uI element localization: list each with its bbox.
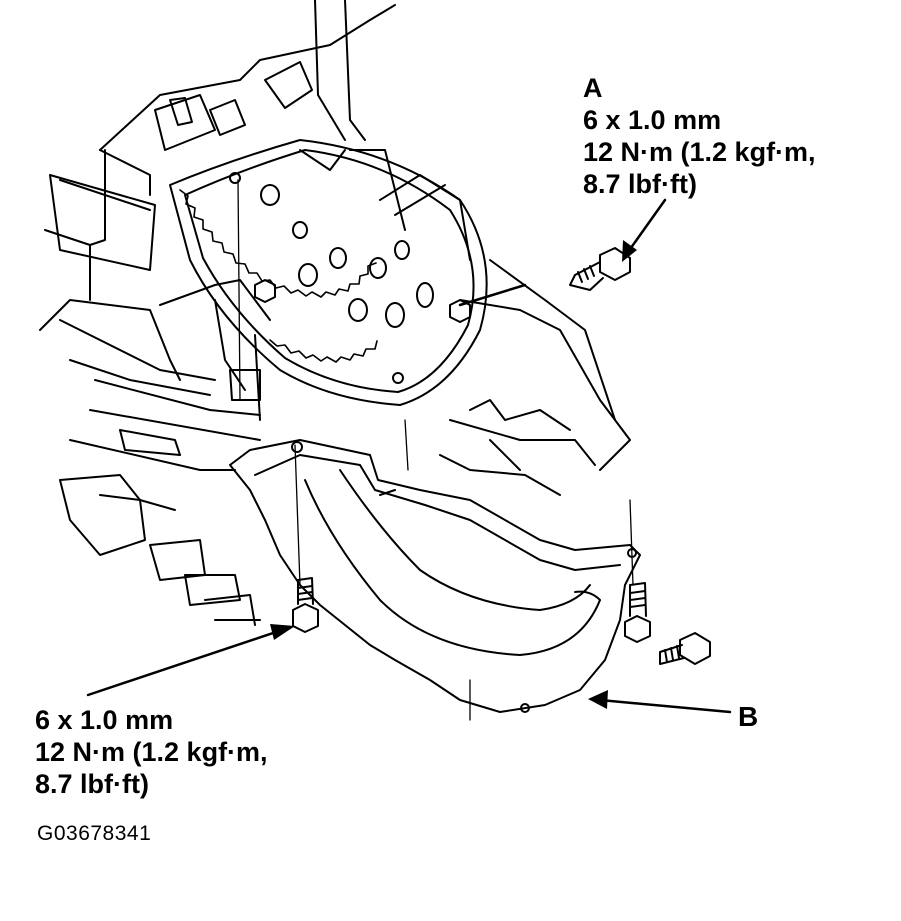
callout-bottom-torque-line1: 12 N·m (1.2 kgf·m, [35, 737, 268, 767]
arrow-head-b [588, 690, 608, 709]
bolt-lower-left [292, 577, 319, 633]
callout-b-letter: B [738, 701, 759, 732]
callout-a: A 6 x 1.0 mm 12 N·m (1.2 kgf·m, 8.7 lbf·… [583, 72, 816, 200]
lower-cover-b [229, 439, 641, 713]
callout-bottom-size: 6 x 1.0 mm [35, 705, 174, 735]
leader-arrows [86, 198, 732, 714]
alignment-lines [237, 179, 634, 721]
bolt-a [569, 247, 631, 291]
callout-bottom: 6 x 1.0 mm 12 N·m (1.2 kgf·m, 8.7 lbf·ft… [35, 704, 268, 800]
bolt-lower-right-horizontal [659, 632, 711, 665]
bolt-lower-right-vertical [624, 582, 651, 643]
figure-id: G03678341 [37, 822, 152, 845]
callout-a-size: 6 x 1.0 mm [583, 105, 722, 135]
engine-block-outline [39, 0, 631, 626]
callout-a-torque-line1: 12 N·m (1.2 kgf·m, [583, 137, 816, 167]
callout-a-torque-line2: 8.7 lbf·ft) [583, 169, 697, 199]
callout-a-letter: A [583, 73, 603, 103]
arrow-head-bottom [270, 624, 295, 640]
arrow-head-a [622, 240, 637, 262]
callout-bottom-torque-line2: 8.7 lbf·ft) [35, 769, 149, 799]
flywheel [169, 139, 488, 406]
